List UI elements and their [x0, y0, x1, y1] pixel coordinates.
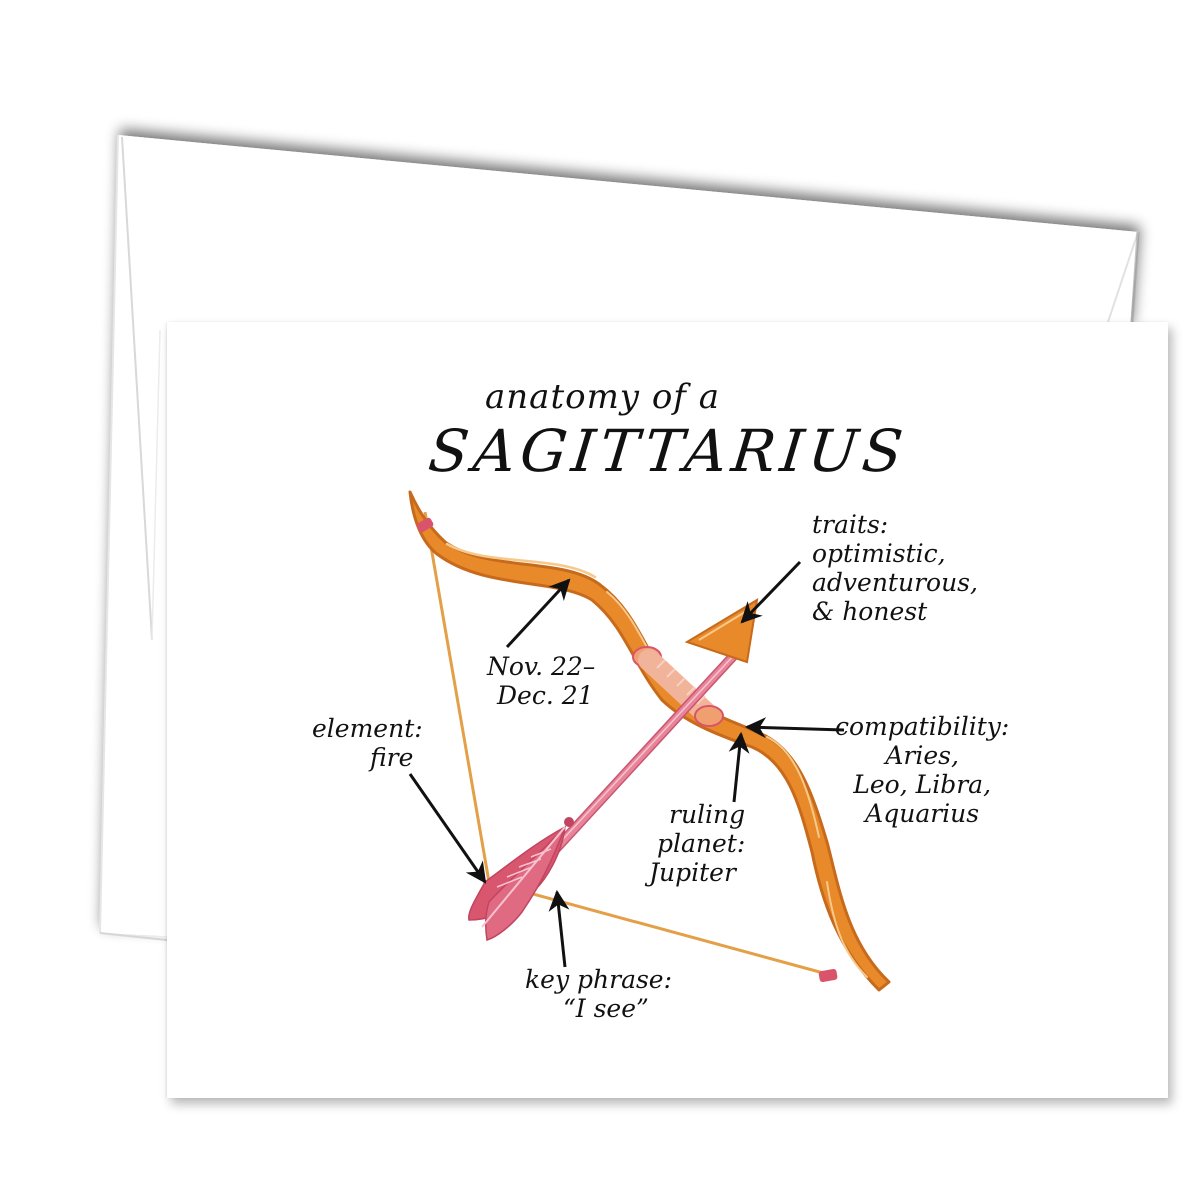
bow-grip-wrap: [632, 646, 724, 727]
label-ruling-planet: ruling planet: Jupiter: [649, 800, 746, 887]
card-title-small: anatomy of a: [485, 377, 720, 417]
pointer-key-phrase: [548, 889, 570, 968]
annotation-pointers: [408, 560, 845, 968]
envelope-right-flap-fold: [1107, 231, 1139, 323]
envelope-left-flap-inner: [121, 136, 153, 641]
label-dates: Nov. 22– Dec. 21: [487, 652, 596, 710]
envelope-body: [100, 135, 1138, 936]
label-compatibility: compatibility: Aries, Leo, Libra, Aquari…: [835, 712, 1010, 828]
bow-and-arrow-illustration: [408, 490, 891, 992]
pointer-ruling-planet: [728, 731, 750, 803]
pointer-compatibility: [744, 717, 845, 739]
envelope-left-flap-fold: [99, 134, 119, 934]
card-title-big: SAGITTARIUS: [425, 417, 911, 485]
pointer-traits: [740, 560, 802, 624]
label-traits: traits: optimistic, adventurous, & hones…: [812, 510, 978, 626]
greeting-card: anatomy of a SAGITTARIUS traits: optimis…: [167, 322, 1168, 1098]
arrowhead: [684, 598, 759, 664]
arrow-fletching: [468, 817, 574, 941]
pointer-dates: [505, 578, 571, 649]
label-key-phrase: key phrase: “I see”: [525, 965, 673, 1023]
label-element: element: fire: [312, 714, 423, 772]
bow: [408, 490, 891, 992]
pointer-element: [408, 773, 487, 884]
arrow: [468, 598, 759, 941]
